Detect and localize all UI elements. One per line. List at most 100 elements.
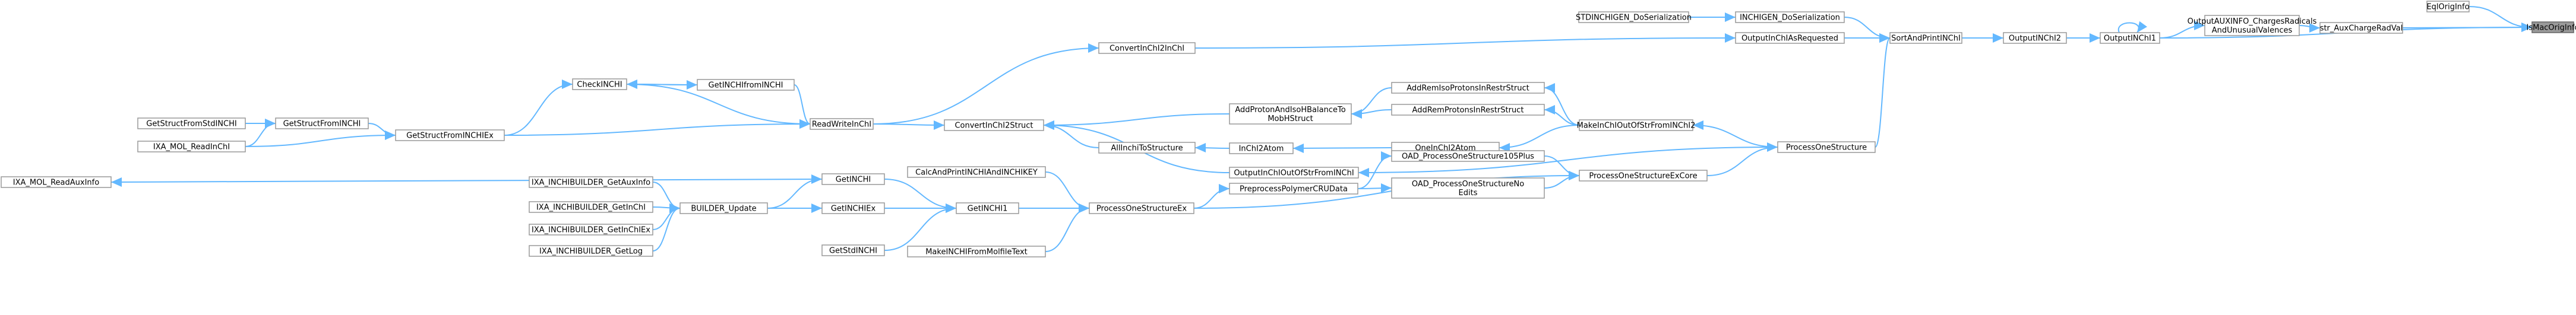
node-box: [137, 117, 246, 129]
node-label: IXA_INCHIBUILDER_GetInChIEx: [532, 226, 650, 235]
edge-getinchi-to-getinchi1: [884, 179, 957, 213]
node-box: [1391, 104, 1545, 116]
node-box: [2531, 21, 2574, 33]
node-addremprotonsinrestrstruct[interactable]: AddRemProtonsInRestrStruct: [1391, 104, 1545, 116]
node-box: [1578, 11, 1689, 23]
node-processonestructure[interactable]: ProcessOneStructure: [1777, 141, 1876, 153]
node-ixa-mol-readauxinfo[interactable]: IXA_MOL_ReadAuxInfo: [1, 176, 112, 188]
node-ixa-inchibuilder-getauxinfo[interactable]: IXA_INCHIBUILDER_GetAuxInfo: [529, 176, 653, 188]
edge-eqloriginfo-to-ismacoriginfo: [2468, 6, 2533, 32]
node-processonestructureexcore[interactable]: ProcessOneStructureExCore: [1579, 170, 1708, 182]
edge-calcandprintinchiandinchikey-to-processonestructureex: [1045, 171, 1090, 213]
edge-checkinchi-to-getinchifrominchi: [626, 79, 698, 90]
node-outputinchi1[interactable]: OutputINChI1: [2100, 32, 2160, 44]
edge-preprocesspolymercrudata-to-oad-processonestructurenoedits: [1357, 183, 1392, 193]
node-outputinchiasrequested[interactable]: OutputInChIAsRequested: [1735, 32, 1845, 44]
edge-preprocesspolymercrudata-to-oad-processonestructure105plus: [1357, 151, 1392, 189]
node-sortandprintinchi[interactable]: SortAndPrintINChI: [1889, 32, 1962, 44]
node-makeinchifrommolfiletext[interactable]: MakeINCHIFromMolfileText: [907, 246, 1046, 257]
node-readwriteinchi[interactable]: ReadWriteInChI: [810, 118, 874, 130]
node-outputinchi2[interactable]: OutputINChI2: [2003, 32, 2067, 44]
node-getstructfrominchiex[interactable]: GetStructFromINCHIEx: [395, 129, 505, 141]
node-box: [1735, 32, 1845, 44]
edge-outputinchi1-to-outputauxinfo-chargesradicalsandunusualvalences: [2159, 21, 2205, 39]
edge-convertinchi2inchi-to-outputinchiasrequested: [1194, 33, 1736, 49]
node-label: MakeInChIOutOfStrFromINChI2: [1577, 122, 1696, 131]
node-label: InChI2Atom: [1239, 145, 1284, 154]
edge-getinchi-to-ixa-mol-readauxinfo: [110, 177, 823, 187]
node-label: IXA_INCHIBUILDER_GetInChI: [536, 203, 646, 212]
node-label: Edits: [1459, 189, 1478, 198]
node-calcandprintinchiandinchikey[interactable]: CalcAndPrintINCHIAndINCHIKEY: [907, 166, 1046, 178]
node-box: [944, 119, 1044, 131]
node-getinchiex[interactable]: GetINCHIEx: [821, 202, 885, 214]
node-inchigen-doserialization[interactable]: INCHIGEN_DoSerialization: [1735, 11, 1845, 23]
node-getstructfrominchi[interactable]: GetStructFromINCHI: [275, 117, 369, 129]
node-box: [529, 201, 653, 213]
node-getinchi[interactable]: GetINCHI: [821, 173, 885, 185]
node-ixa-inchibuilder-getinchi[interactable]: IXA_INCHIBUILDER_GetInChI: [529, 201, 653, 213]
node-label: OutputInChIAsRequested: [1741, 34, 1838, 43]
node-stdinchigen-doserialization[interactable]: STDINCHIGEN_DoSerialization: [1576, 11, 1692, 23]
edge-ixa-inchibuilder-getauxinfo-to-builder-update: [652, 182, 681, 213]
node-box: [2426, 1, 2470, 12]
node-makeinchioutofstrfrominchi2[interactable]: MakeInChIOutOfStrFromINChI2: [1577, 119, 1696, 131]
node-checkinchi[interactable]: CheckINCHI: [572, 78, 627, 90]
node-eqloriginfo[interactable]: EqlOrigInfo: [2426, 1, 2470, 12]
node-builder-update[interactable]: BUILDER_Update: [679, 202, 768, 214]
node-label: AndUnusualValences: [2212, 26, 2293, 35]
edge-getstructfrominchi-to-getstructfrominchiex: [368, 123, 396, 140]
node-box: [956, 202, 1019, 214]
node-box: [275, 117, 369, 129]
node-box: [1098, 142, 1196, 154]
node-label: ProcessOneStructure: [1786, 144, 1867, 152]
node-ixa-mol-readinchi[interactable]: IXA_MOL_ReadInChI: [137, 141, 246, 152]
node-outputinchioutofstrfrominchi[interactable]: OutputInChIOutOfStrFromINChI: [1229, 167, 1359, 179]
edge-getinchifrominchi-to-readwriteinchi: [794, 84, 811, 129]
node-ismacoriginfo[interactable]: IsMacOrigInfo: [2527, 21, 2576, 33]
edge-makeinchioutofstrfrominchi2-to-oneinchi2atom: [1499, 125, 1580, 152]
node-box: [1889, 32, 1962, 44]
node-label: OutputINChI1: [2104, 34, 2156, 43]
node-box: [1098, 42, 1196, 54]
node-box: [572, 78, 627, 90]
node-convertinchi2struct[interactable]: ConvertInChI2Struct: [944, 119, 1044, 131]
node-label: OutputAUXINFO_ChargesRadicals: [2188, 17, 2317, 26]
edge-getstructfrominchiex-to-checkinchi: [504, 79, 573, 136]
node-processonestructureex[interactable]: ProcessOneStructureEx: [1089, 202, 1194, 214]
edge-addremprotonsinrestrstruct-to-addprotonandisohbalancetomobhstruct: [1351, 109, 1392, 119]
node-label: INCHIGEN_DoSerialization: [1740, 14, 1840, 23]
node-getinchifrominchi[interactable]: GetINCHIfromINCHI: [697, 79, 795, 91]
node-box: [2204, 15, 2300, 36]
node-getstructfromstdinchi[interactable]: GetStructFromStdINCHI: [137, 117, 246, 129]
node-getstdinchi[interactable]: GetStdINCHI: [821, 244, 885, 256]
node-label: AddRemProtonsInRestrStruct: [1412, 106, 1524, 115]
node-addremisoprotonsinrestrstruct[interactable]: AddRemIsoProtonsInRestrStruct: [1391, 82, 1545, 94]
node-allinchitostructure[interactable]: AllInchiToStructure: [1098, 142, 1196, 154]
edge-addprotonandisohbalancetomobhstruct-to-convertinchi2struct: [1043, 113, 1230, 130]
node-convertinchi2inchi[interactable]: ConvertInChI2InChI: [1098, 42, 1196, 54]
node-getinchi1[interactable]: GetINCHI1: [956, 202, 1019, 214]
node-box: [529, 224, 653, 236]
node-str-auxchargeradval[interactable]: str_AuxChargeRadVal: [2319, 22, 2403, 34]
node-label: str_AuxChargeRadVal: [2320, 24, 2403, 33]
node-oad-processonestructure105plus[interactable]: OAD_ProcessOneStructure105Plus: [1391, 150, 1545, 162]
node-inchi2atom[interactable]: InChI2Atom: [1229, 142, 1294, 154]
node-box: [907, 166, 1046, 178]
node-ixa-inchibuilder-getlog[interactable]: IXA_INCHIBUILDER_GetLog: [529, 245, 653, 257]
node-label: GetStructFromStdINCHI: [146, 120, 236, 129]
node-box: [2003, 32, 2067, 44]
node-box: [821, 202, 885, 214]
edge-processonestructure-to-sortandprintinchi: [1875, 33, 1891, 148]
node-outputauxinfo-chargesradicalsandunusualvalences[interactable]: OutputAUXINFO_ChargesRadicalsAndUnusualV…: [2188, 15, 2317, 36]
node-ixa-inchibuilder-getinchiex[interactable]: IXA_INCHIBUILDER_GetInChIEx: [529, 224, 653, 236]
node-box: [810, 118, 874, 130]
node-label: CalcAndPrintINCHIAndINCHIKEY: [915, 168, 1038, 177]
node-label: CheckINCHI: [577, 81, 622, 90]
node-box: [1735, 11, 1845, 23]
node-preprocesspolymercrudata[interactable]: PreprocessPolymerCRUData: [1229, 183, 1358, 195]
node-label: OAD_ProcessOneStructureNo: [1412, 180, 1524, 189]
node-box: [1579, 119, 1693, 131]
